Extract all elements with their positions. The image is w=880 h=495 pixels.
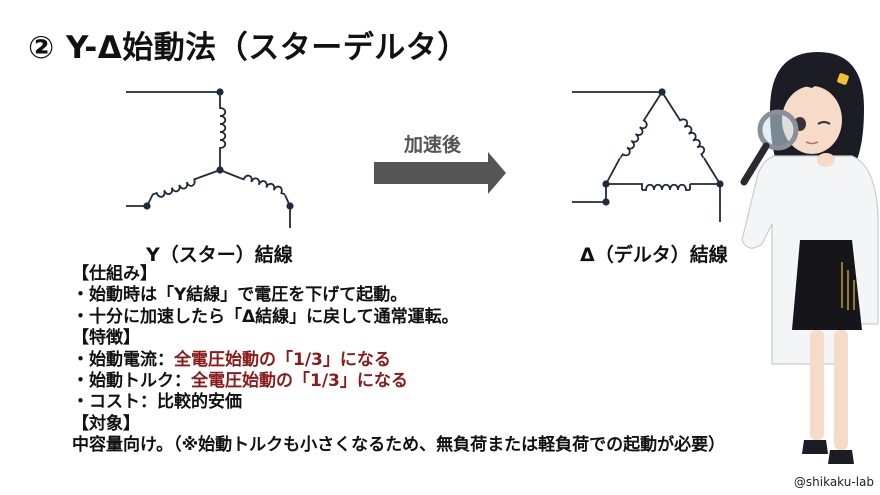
delta-terminal-left: [602, 198, 610, 206]
feature-current-label: ・始動電流：: [72, 349, 174, 370]
feature-torque-label: ・始動トルク：: [72, 371, 191, 392]
star-caption: Y（スター）結線: [146, 244, 293, 266]
character-illustration: [740, 52, 879, 464]
delta-caption: Δ（デルタ）結線: [580, 244, 728, 266]
watermark: @shikaku-lab: [793, 475, 874, 489]
mechanism-item-2: ・十分に加速したら「Δ結線」に戻して通常運転。: [72, 306, 459, 327]
star-neutral-node: [216, 166, 224, 174]
notes-block: 【仕組み】 ・始動時は「Y結線」で電圧を下げて起動。 ・十分に加速したら「Δ結線…: [72, 264, 725, 457]
star-terminal-right: [286, 202, 294, 210]
page-title: ② Y-Δ始動法（スターデルタ）: [28, 30, 469, 66]
delta-node-top: [658, 88, 666, 96]
star-terminal-left: [143, 202, 151, 210]
mechanism-item-1: ・始動時は「Y結線」で電圧を下げて起動。: [72, 285, 408, 306]
feature-torque-value: 全電圧始動の「1/3」になる: [191, 371, 408, 392]
star-connection: [126, 88, 294, 228]
arrow-label: 加速後: [404, 134, 462, 156]
feature-current-value: 全電圧始動の「1/3」になる: [174, 349, 391, 370]
target-text: 中容量向け。（※始動トルクも小さくなるため、無負荷または軽負荷での起動が必要）: [72, 435, 726, 456]
delta-connection: [572, 88, 724, 222]
feature-current: ・始動電流：全電圧始動の「1/3」になる: [72, 350, 725, 371]
star-terminal-top: [216, 88, 224, 96]
delta-node-right: [716, 180, 724, 188]
mechanism-heading: 【仕組み】: [72, 264, 157, 284]
target-heading: 【対象】: [72, 413, 140, 434]
delta-node-left: [602, 180, 610, 188]
feature-torque: ・始動トルク：全電圧始動の「1/3」になる: [72, 371, 725, 392]
features-heading: 【特徴】: [72, 328, 140, 349]
transition-arrow: [374, 152, 506, 194]
feature-cost: ・コスト：比較的安価: [72, 392, 242, 413]
